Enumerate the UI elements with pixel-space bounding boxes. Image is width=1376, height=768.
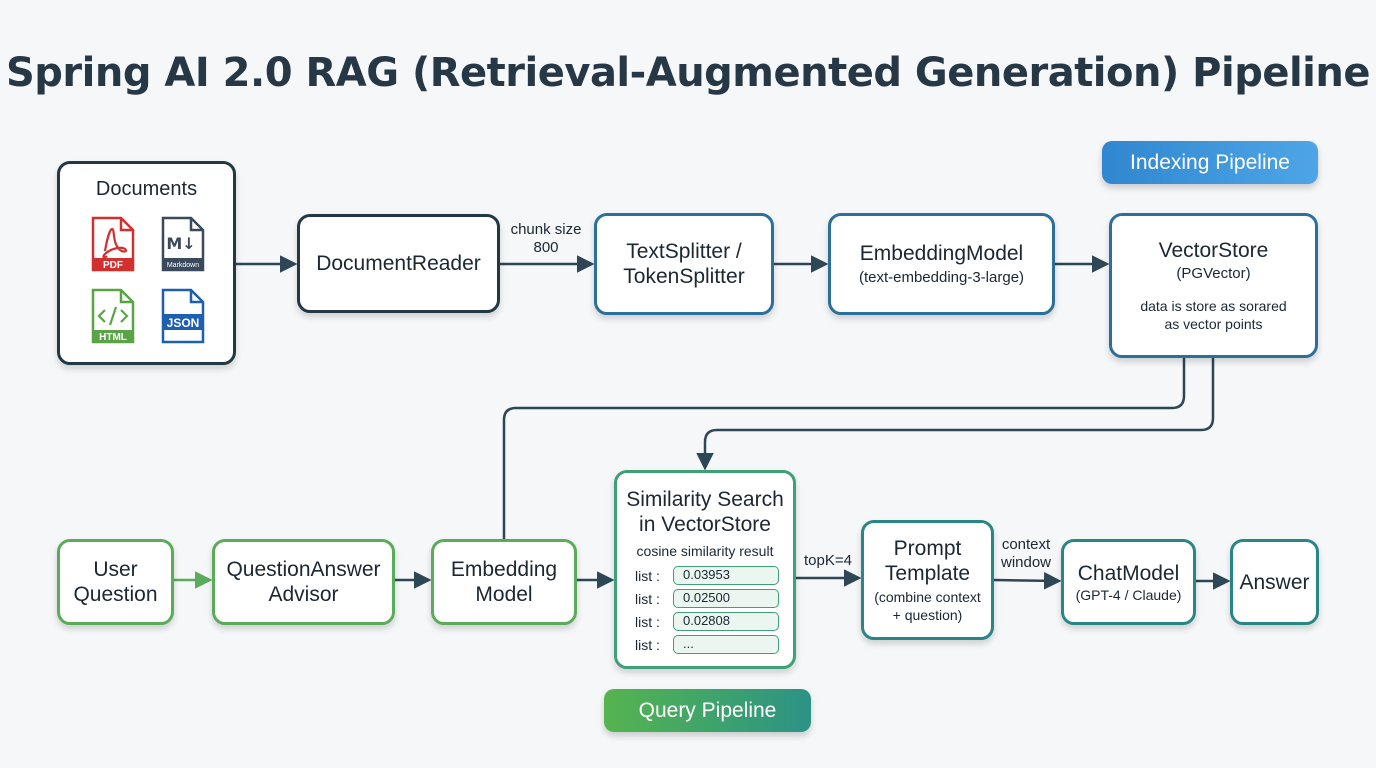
query-embedding-line-2: Model <box>475 583 533 606</box>
markdown-sublabel: Markdown <box>167 262 199 269</box>
html-file-icon: HTML <box>91 288 135 344</box>
question-answer-advisor-box: QuestionAnswer Advisor <box>212 539 395 625</box>
advisor-line-1: QuestionAnswer <box>226 558 381 581</box>
chat-model-box: ChatModel (GPT-4 / Claude) <box>1061 539 1196 625</box>
context-window-label: context window <box>993 536 1059 572</box>
similarity-result-row: list : 0.03953 <box>635 566 779 585</box>
document-reader-label: DocumentReader <box>316 252 481 275</box>
embedding-model-box: EmbeddingModel (text-embedding-3-large) <box>828 213 1055 315</box>
query-embedding-model-box: Embedding Model <box>431 539 577 625</box>
list-value: 0.03953 <box>673 566 779 585</box>
advisor-line-2: Advisor <box>268 583 339 606</box>
markdown-file-icon: M↓ Markdown <box>161 216 205 272</box>
list-key: list : <box>635 590 660 607</box>
vector-store-label: VectorStore <box>1158 239 1269 262</box>
list-key: list : <box>635 567 660 584</box>
html-label: HTML <box>99 332 127 343</box>
chat-model-sublabel: (GPT-4 / Claude) <box>1075 586 1182 603</box>
prompt-line-1: Prompt <box>893 537 962 560</box>
prompt-template-box: Prompt Template (combine context + quest… <box>861 520 994 640</box>
vector-store-note-line-1: data is store as sorared <box>1140 298 1287 314</box>
documents-title: Documents <box>95 178 198 200</box>
user-question-line-2: Question <box>73 583 158 606</box>
query-embedding-line-1: Embedding <box>450 558 558 581</box>
arrow-prompt-to-chat <box>993 572 1062 590</box>
pdf-label: PDF <box>103 260 123 271</box>
similarity-result-row: list : ... <box>635 635 779 654</box>
vector-store-box: VectorStore (PGVector) data is store as … <box>1109 213 1318 358</box>
prompt-line-2: Template <box>884 562 971 585</box>
list-value: 0.02500 <box>673 589 779 608</box>
vector-store-note-line-2: as vector points <box>1164 316 1263 332</box>
chunk-size-text: chunk size <box>510 221 582 238</box>
similarity-line-2: in VectorStore <box>639 513 771 536</box>
embedding-model-sublabel: (text-embedding-3-large) <box>858 269 1025 286</box>
prompt-sub-line-2: + question) <box>892 607 963 623</box>
user-question-line-1: User <box>93 558 138 581</box>
similarity-sublabel: cosine similarity result <box>636 543 774 559</box>
similarity-search-box: Similarity Search in VectorStore cosine … <box>614 470 796 669</box>
list-value: ... <box>673 635 779 654</box>
topk-label: topK=4 <box>804 552 852 569</box>
diagram-title: Spring AI 2.0 RAG (Retrieval-Augmented G… <box>5 50 1371 96</box>
query-pipeline-badge: Query Pipeline <box>604 689 811 732</box>
chunk-size-label: chunk size 800 <box>501 221 591 257</box>
list-value: 0.02808 <box>673 612 779 631</box>
connector-embedding-to-store <box>502 358 1186 540</box>
answer-box: Answer <box>1230 539 1319 625</box>
similarity-result-row: list : 0.02808 <box>635 612 779 631</box>
markdown-label: M↓ <box>166 234 195 253</box>
vector-store-sublabel: (PGVector) <box>1176 265 1251 282</box>
context-window-line-1: context <box>1001 536 1051 553</box>
json-label: JSON <box>167 316 200 330</box>
chunk-size-value: 800 <box>533 239 559 256</box>
documents-box: Documents PDF M↓ Markdown HTML JSON <box>57 161 236 365</box>
prompt-sub-line-1: (combine context <box>874 589 981 605</box>
arrow-store-to-similarity <box>696 358 1215 471</box>
text-splitter-box: TextSplitter / TokenSplitter <box>594 213 774 315</box>
json-file-icon: JSON <box>161 288 205 344</box>
similarity-line-1: Similarity Search <box>626 488 784 511</box>
text-splitter-line-1: TextSplitter / <box>626 240 742 263</box>
list-key: list : <box>635 613 660 630</box>
pdf-file-icon: PDF <box>91 216 135 272</box>
user-question-box: User Question <box>57 539 174 625</box>
answer-label: Answer <box>1239 570 1310 594</box>
document-reader-box: DocumentReader <box>297 214 500 313</box>
indexing-pipeline-badge: Indexing Pipeline <box>1102 141 1318 184</box>
list-key: list : <box>635 636 660 653</box>
chat-model-label: ChatModel <box>1077 561 1180 585</box>
similarity-result-row: list : 0.02500 <box>635 589 779 608</box>
context-window-line-2: window <box>1000 554 1052 571</box>
text-splitter-line-2: TokenSplitter <box>623 265 745 288</box>
embedding-model-label: EmbeddingModel <box>859 242 1024 265</box>
